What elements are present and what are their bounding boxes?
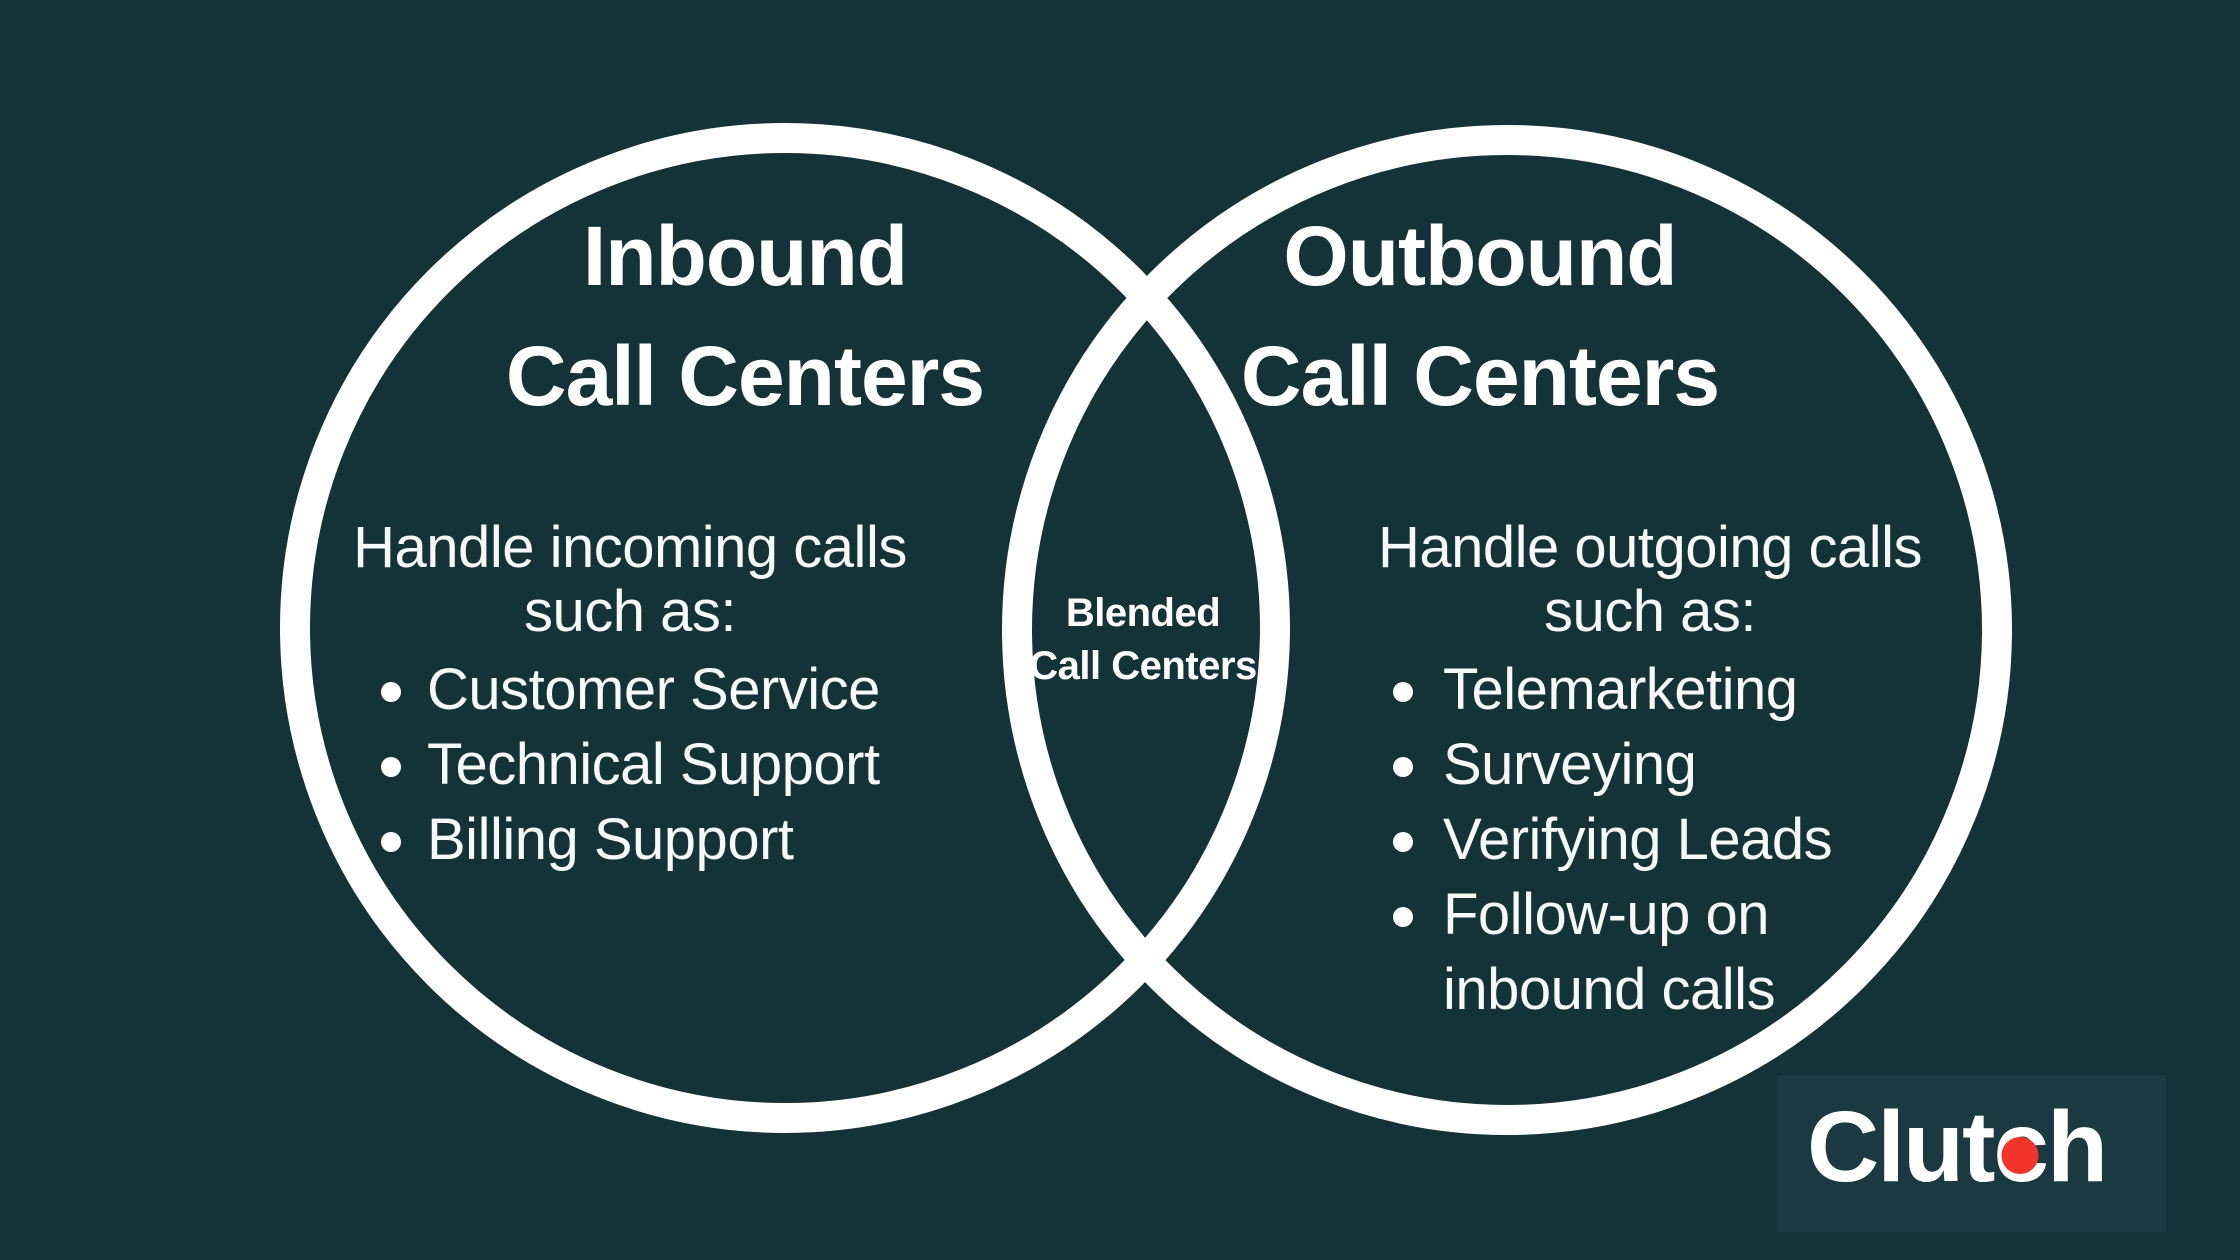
outbound-intro-line1: Handle outgoing calls	[1377, 515, 1923, 580]
clutch-logo-panel: Clutch	[1777, 1075, 2166, 1232]
inbound-intro-line2: such as:	[524, 579, 737, 644]
clutch-red-dot-icon	[2001, 1137, 2039, 1174]
outbound-title-line1: Outbound	[1283, 209, 1677, 303]
inbound-intro-line1: Handle incoming calls	[353, 515, 907, 580]
inbound-intro: Handle incoming calls such as:	[320, 516, 940, 644]
inbound-bullet-list: Customer Service Technical Support Billi…	[381, 652, 921, 877]
blended-label-line2: Call Centers	[1029, 644, 1257, 688]
bullet-item: Billing Support	[381, 802, 921, 877]
clutch-logo: Clutch	[1807, 1097, 2108, 1197]
bullet-item: Verifying Leads	[1393, 802, 1853, 877]
clutch-logo-c: c	[1993, 1097, 2049, 1197]
inbound-circle	[280, 123, 1290, 1133]
outbound-title-line2: Call Centers	[1240, 329, 1720, 423]
inbound-title-line1: Inbound	[582, 209, 908, 303]
outbound-intro: Handle outgoing calls such as:	[1340, 516, 1960, 644]
outbound-circle	[1002, 125, 2012, 1135]
bullet-item: Customer Service	[381, 652, 921, 727]
inbound-title: Inbound Call Centers	[445, 196, 1045, 436]
blended-label-line1: Blended	[1065, 591, 1221, 635]
bullet-item: Surveying	[1393, 727, 1853, 802]
outbound-intro-line2: such as:	[1544, 579, 1757, 644]
outbound-title: Outbound Call Centers	[1180, 196, 1780, 436]
bullet-item: Telemarketing	[1393, 652, 1853, 727]
bullet-item: Technical Support	[381, 727, 921, 802]
clutch-logo-text-start: Clut	[1807, 1091, 1995, 1203]
clutch-logo-text-end: h	[2047, 1091, 2108, 1203]
inbound-title-line2: Call Centers	[505, 329, 985, 423]
bullet-item: Follow-up on inbound calls	[1393, 877, 1853, 1027]
blended-label: Blended Call Centers	[993, 587, 1293, 693]
outbound-bullet-list: Telemarketing Surveying Verifying Leads …	[1393, 652, 1853, 1027]
